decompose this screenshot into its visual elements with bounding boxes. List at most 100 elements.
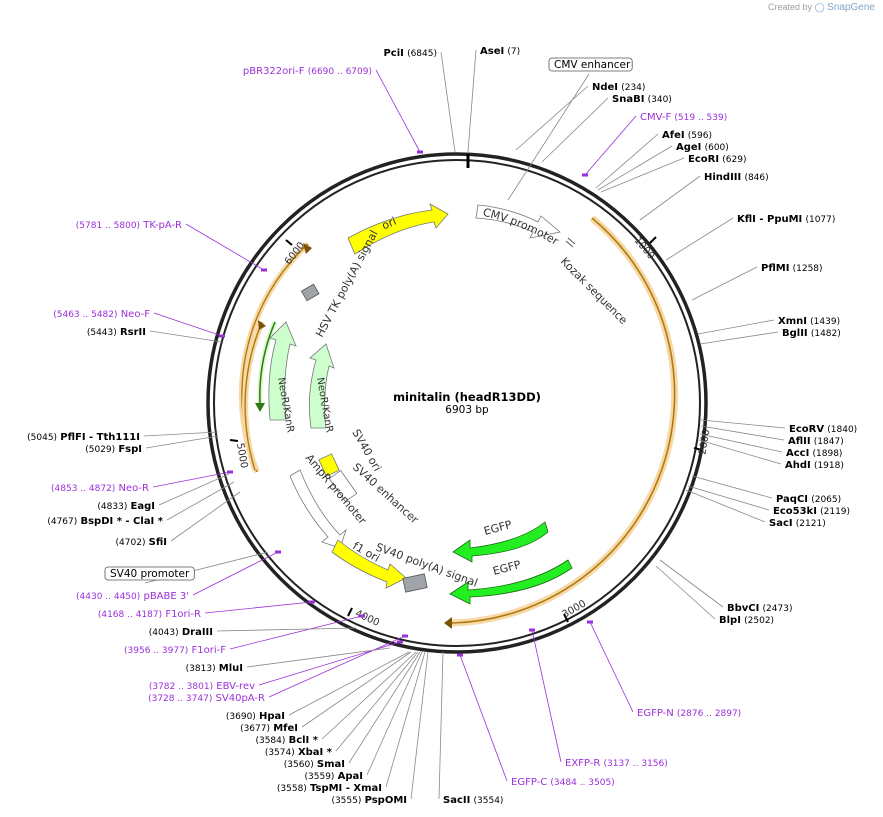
- primer-name: TK-pA-R: [142, 220, 182, 231]
- svg-text:BlpI (2502): BlpI (2502): [719, 615, 774, 626]
- site-ahdi[interactable]: AhdI (1918): [785, 460, 844, 471]
- site-position: (3555): [331, 796, 361, 806]
- site-sacii[interactable]: SacII (3554): [443, 795, 503, 806]
- site-snabi[interactable]: SnaBI (340): [612, 94, 672, 105]
- site-acci[interactable]: AccI (1898): [786, 448, 842, 459]
- enzyme-name: PspOMI: [365, 795, 407, 806]
- site-asei[interactable]: AseI (7): [480, 46, 520, 57]
- feature-ampr-promoter[interactable]: [289, 469, 347, 549]
- enzyme-name: BlpI: [719, 615, 741, 626]
- callout-line: [185, 223, 265, 271]
- feature-hsv-tk-polya[interactable]: [300, 283, 320, 302]
- primer-name: SV40pA-R: [216, 693, 265, 704]
- feature-neor-outer[interactable]: [268, 321, 297, 421]
- site-agei[interactable]: AgeI (600): [676, 142, 729, 153]
- site-tspmi-xmai[interactable]: (3558) TspMI - XmaI: [277, 783, 382, 794]
- svg-text:AseI (7): AseI (7): [480, 46, 520, 57]
- feature-ori[interactable]: ori: [347, 203, 449, 255]
- site-hindiii[interactable]: HindIII (846): [704, 172, 769, 183]
- site-cmv-enhancer[interactable]: CMV enhancer: [548, 57, 633, 72]
- callout-line: [166, 481, 235, 521]
- site-pbabe-3[interactable]: (4430 .. 4450) pBABE 3': [76, 591, 189, 602]
- site-position: (3690): [226, 712, 256, 722]
- enzyme-name: PaqCI: [776, 494, 808, 505]
- site-neo-f[interactable]: (5463 .. 5482) Neo-F: [53, 309, 150, 320]
- callout-line: [467, 49, 477, 153]
- site-sv40-promoter[interactable]: SV40 promoter: [104, 566, 195, 581]
- site-position: (5463 .. 5482): [53, 310, 117, 320]
- callout-line: [204, 601, 313, 614]
- svg-text:(3677) MfeI: (3677) MfeI: [240, 723, 298, 734]
- site-apai[interactable]: (3559) ApaI: [305, 771, 364, 782]
- feature-sv40-polya[interactable]: [402, 573, 428, 593]
- site-kfli-ppumi[interactable]: KflI - PpuMI (1077): [737, 214, 835, 225]
- site-neo-r[interactable]: (4853 .. 4872) Neo-R: [51, 483, 149, 494]
- feature-cmv-promoter[interactable]: [475, 204, 561, 239]
- site-smai[interactable]: (3560) SmaI: [284, 759, 345, 770]
- enzyme-name: Eco53kI: [773, 506, 817, 517]
- callout-line: [584, 115, 637, 176]
- feature-sv40-ori[interactable]: [318, 453, 340, 477]
- site-pflmi[interactable]: PflMI (1258): [761, 263, 823, 274]
- site-exfp-r[interactable]: EXFP-R (3137 .. 3156): [565, 758, 668, 769]
- site-aflii[interactable]: AflII (1847): [788, 436, 844, 447]
- site-afei[interactable]: AfeI (596): [662, 130, 712, 141]
- svg-text:SacII (3554): SacII (3554): [443, 795, 503, 806]
- feature-egfp-1[interactable]: [452, 521, 549, 563]
- site-mfei[interactable]: (3677) MfeI: [240, 723, 298, 734]
- site-egfp-c[interactable]: EGFP-C (3484 .. 3505): [511, 777, 615, 788]
- site-sv40pa-r[interactable]: (3728 .. 3747) SV40pA-R: [148, 693, 265, 704]
- site-pbr322ori-f[interactable]: pBR322ori-F (6690 .. 6709): [243, 66, 372, 77]
- site-sfii[interactable]: (4702) SfiI: [116, 537, 167, 548]
- site-position: (6690 .. 6709): [308, 67, 372, 77]
- site-bspdi-clai[interactable]: (4767) BspDI * - ClaI *: [47, 516, 163, 527]
- primer-marker: [587, 620, 593, 624]
- feature-egfp-2[interactable]: [449, 559, 573, 605]
- site-eco53ki[interactable]: Eco53kI (2119): [773, 506, 850, 517]
- callout-line: [145, 435, 219, 449]
- site-eagi[interactable]: (4833) EagI: [97, 501, 155, 512]
- site-xmni[interactable]: XmnI (1439): [778, 316, 840, 327]
- callout-line: [697, 319, 775, 335]
- site-position: (2473): [763, 604, 793, 614]
- callout-line: [258, 641, 401, 686]
- site-rsrii[interactable]: (5443) RsrII: [87, 327, 146, 338]
- site-f1ori-r[interactable]: (4168 .. 4187) F1ori-R: [98, 609, 201, 620]
- site-bbvci[interactable]: BbvCI (2473): [727, 603, 792, 614]
- enzyme-name: BspDI * - ClaI *: [80, 516, 163, 527]
- feature-neor-inner[interactable]: [308, 343, 335, 429]
- site-fspi[interactable]: (5029) FspI: [85, 444, 142, 455]
- feature-f1-ori[interactable]: [331, 539, 407, 589]
- site-ecori[interactable]: EcoRI (629): [688, 154, 746, 165]
- site-paqci[interactable]: PaqCI (2065): [776, 494, 841, 505]
- site-position: (3782 .. 3801): [149, 682, 213, 692]
- primer-name: EXFP-R: [565, 758, 600, 769]
- site-draiii[interactable]: (4043) DraIII: [149, 627, 213, 638]
- site-pspomi[interactable]: (3555) PspOMI: [331, 795, 407, 806]
- site-ndei[interactable]: NdeI (234): [592, 82, 645, 93]
- site-mlui[interactable]: (3813) MluI: [186, 663, 243, 674]
- site-bcli[interactable]: (3584) BclI *: [255, 735, 318, 746]
- site-ebv-rev[interactable]: (3782 .. 3801) EBV-rev: [149, 681, 255, 692]
- feature-sv40-enhancer[interactable]: [328, 469, 358, 503]
- site-hpai[interactable]: (3690) HpaI: [226, 711, 285, 722]
- site-bglii[interactable]: BglII (1482): [782, 328, 841, 339]
- site-saci[interactable]: SacI (2121): [769, 518, 826, 529]
- site-egfp-n[interactable]: EGFP-N (2876 .. 2897): [637, 708, 741, 719]
- tick-label: 4000: [353, 608, 381, 629]
- site-tk-pa-r[interactable]: (5781 .. 5800) TK-pA-R: [76, 220, 182, 231]
- site-pcii[interactable]: PciI (6845): [383, 48, 437, 59]
- site-ecorv[interactable]: EcoRV (1840): [789, 424, 857, 435]
- plasmid-size: 6903 bp: [445, 404, 489, 416]
- enzyme-name: BglII: [782, 328, 808, 339]
- callout-line: [288, 651, 410, 716]
- svg-text:(4702) SfiI: (4702) SfiI: [116, 537, 167, 548]
- site-xbai[interactable]: (3574) XbaI *: [265, 747, 333, 758]
- site-f1ori-f[interactable]: (3956 .. 3977) F1ori-F: [124, 645, 226, 656]
- orf-arc-small: [242, 320, 266, 471]
- site-blpi[interactable]: BlpI (2502): [719, 615, 774, 626]
- svg-text:(3558) TspMI - XmaI: (3558) TspMI - XmaI: [277, 783, 382, 794]
- site-pflfi-tth111i[interactable]: (5045) PflFI - Tth111I: [27, 432, 140, 443]
- svg-text:EGFP-N (2876 .. 2897): EGFP-N (2876 .. 2897): [637, 708, 741, 719]
- site-cmv-f[interactable]: CMV-F (519 .. 539): [640, 112, 727, 123]
